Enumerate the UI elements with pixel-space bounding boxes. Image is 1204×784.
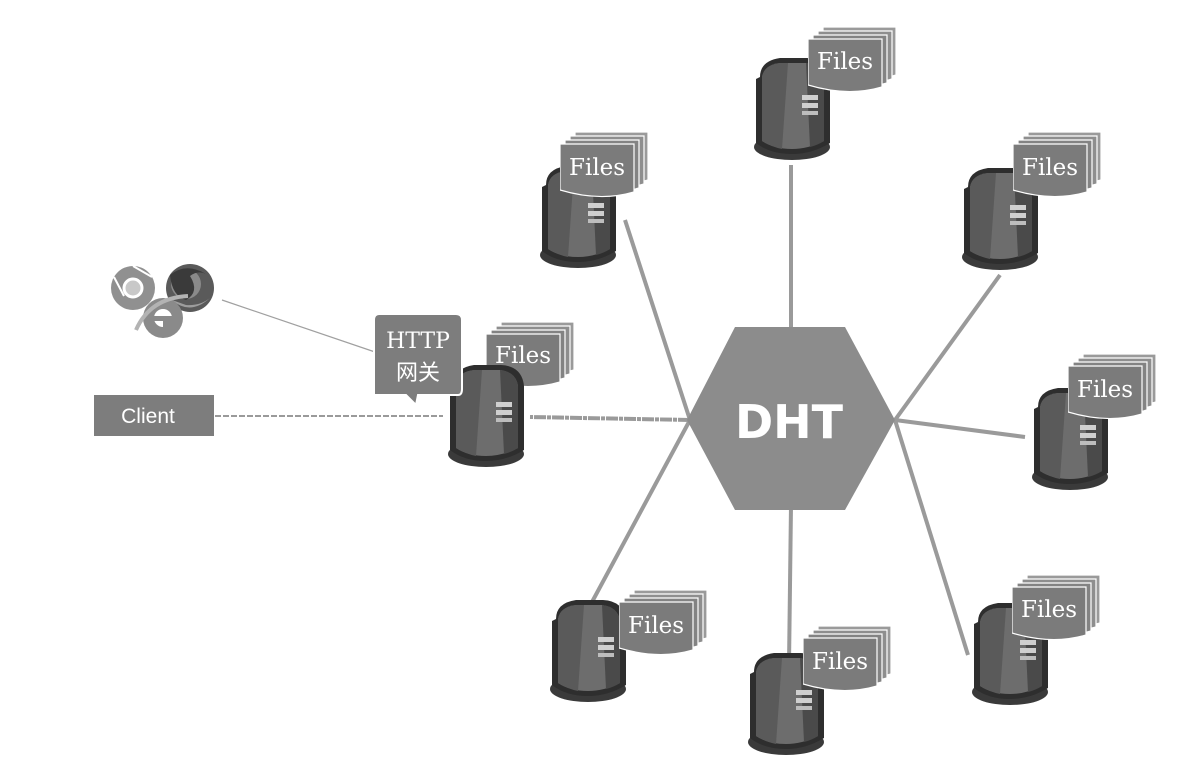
files-label: Files	[812, 649, 868, 675]
edge-hub-node-lower-left	[590, 419, 692, 603]
files-label: Files	[569, 155, 625, 181]
edge-hub-node-lower-right	[893, 419, 970, 656]
chrome-icon	[111, 265, 155, 310]
client-box: Client	[94, 395, 214, 436]
edge-hub-node-right	[894, 418, 1026, 439]
files-label: Files	[817, 49, 873, 75]
edge-hub-node-bottom	[787, 504, 793, 666]
storage-node-lower-left: Files	[550, 589, 708, 702]
gateway-line1: HTTP	[386, 329, 450, 354]
dht-label: DHT	[735, 395, 844, 449]
edge-hub-node-upper-right	[893, 273, 1002, 422]
files-label: Files	[1077, 377, 1133, 403]
files-label: Files	[1022, 155, 1078, 181]
edge-browsers-gateway	[221, 299, 376, 353]
gateway-files-label: Files	[495, 343, 551, 369]
browser-icons	[111, 264, 214, 338]
dht-hub: DHT	[687, 327, 895, 510]
gateway-node: Files HTTP 网关	[373, 313, 575, 467]
storage-node-top: Files	[754, 26, 897, 160]
edge-hub-gateway-server	[529, 415, 691, 422]
storage-node-bottom: Files	[748, 625, 892, 755]
storage-node-right: Files	[1032, 353, 1157, 490]
firefox-icon	[166, 264, 214, 312]
dht-hexagon	[687, 327, 895, 510]
storage-node-upper-right: Files	[962, 131, 1102, 270]
connector-lines	[529, 165, 1026, 666]
server-icon	[550, 600, 626, 702]
storage-node-lower-right: Files	[972, 574, 1101, 705]
files-label: Files	[628, 613, 684, 639]
storage-node-upper-left: Files	[540, 131, 649, 268]
internet-explorer-icon	[134, 294, 189, 338]
files-label: Files	[1021, 597, 1077, 623]
edge-hub-node-upper-left	[623, 219, 692, 421]
http-gateway-box	[373, 313, 463, 408]
gateway-line2: 网关	[396, 361, 440, 386]
client-label: Client	[121, 405, 175, 428]
